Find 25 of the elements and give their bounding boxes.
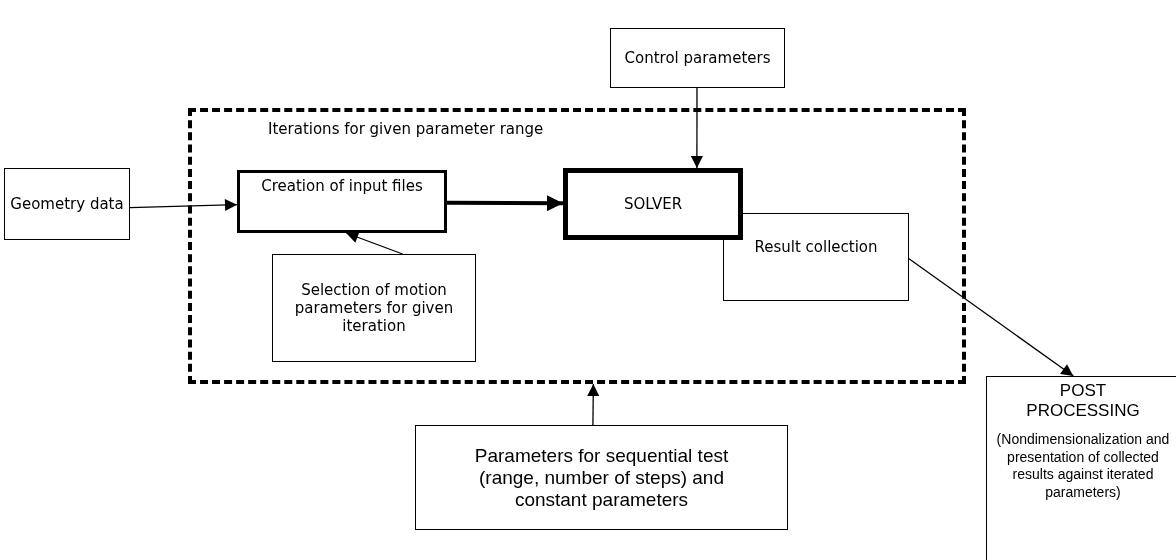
box-label: Parameters for sequential test (range, number of steps) and constant parameters: [473, 444, 730, 511]
box-label: Creation of input files: [261, 177, 423, 195]
arrow: [587, 383, 600, 426]
box-note: (Nondimensionalization and presentation of collected results against iterated parameters): [995, 431, 1171, 501]
box-label: POST PROCESSING: [1025, 381, 1141, 421]
group-heading: Iterations for given parameter range: [268, 120, 544, 138]
box-label: Result collection: [754, 238, 878, 256]
process-box: [237, 170, 447, 233]
process-box: [4, 168, 130, 240]
arrow: [690, 87, 703, 169]
arrow: [908, 258, 1074, 377]
process-box: [563, 168, 743, 240]
box-label: SOLVER: [623, 195, 683, 213]
process-box: [272, 254, 476, 362]
arrow: [345, 231, 404, 255]
box-label: Geometry data: [10, 195, 124, 213]
arrow: [129, 199, 238, 211]
box-label: Control parameters: [624, 49, 771, 67]
process-box: [415, 425, 788, 530]
process-box: [723, 213, 909, 301]
process-box: [610, 28, 785, 88]
arrow: [447, 195, 563, 212]
dashed-group-box: [188, 108, 966, 384]
box-label: Selection of motion parameters for given iteration: [293, 281, 455, 335]
process-box: [986, 376, 1176, 560]
